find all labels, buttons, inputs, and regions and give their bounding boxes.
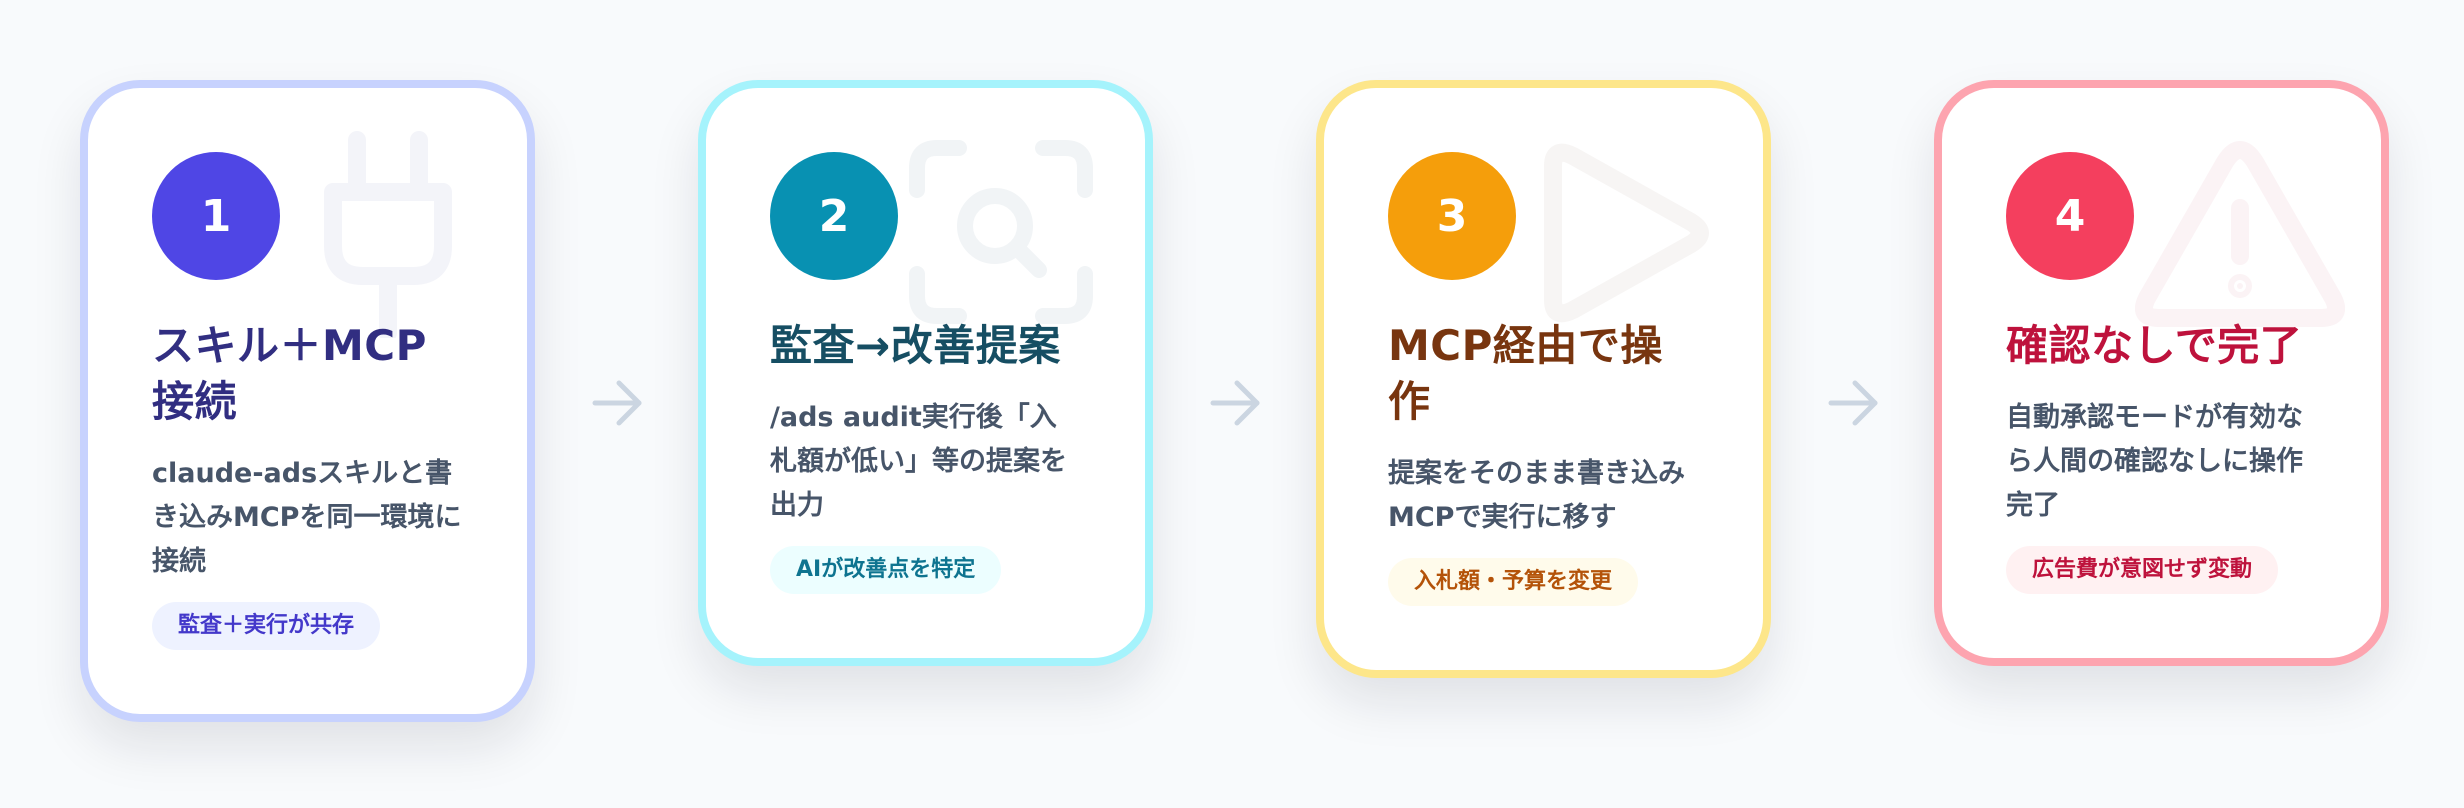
plug-icon [313, 128, 463, 338]
scan-search-icon [907, 138, 1095, 326]
step-number-badge: 2 [770, 152, 898, 280]
step-card-3: 3 MCP経由で操作 提案をそのまま書き込みMCPで実行に移す 入札額・予算を変… [1316, 80, 1771, 678]
step-title: スキル＋MCP接続 [152, 321, 427, 426]
step-card-4: 4 確認なしで完了 自動承認モードが有効なら人間の確認なしに操作完了 広告費が意… [1934, 80, 2389, 666]
step-description: 提案をそのまま書き込みMCPで実行に移す [1388, 458, 1685, 533]
step-description: /ads audit実行後「入札額が低い」等の提案を出力 [770, 402, 1067, 521]
step-card-2: 2 監査→改善提案 /ads audit実行後「入札額が低い」等の提案を出力 A… [698, 80, 1153, 666]
process-flow: 1 スキル＋MCP接続 claude-adsスキルと書き込みMCPを同一環境に接… [80, 80, 2389, 728]
connector-arrow-1 [535, 80, 698, 728]
connector-arrow-3 [1771, 80, 1934, 728]
connector-arrow-2 [1153, 80, 1316, 728]
step-tag: 入札額・予算を変更 [1388, 558, 1639, 606]
step-tag: AIが改善点を特定 [770, 546, 1002, 594]
arrow-right-icon [1207, 375, 1263, 431]
step-description: claude-adsスキルと書き込みMCPを同一環境に接続 [152, 458, 462, 577]
play-icon [1533, 138, 1713, 328]
step-number-badge: 3 [1388, 152, 1516, 280]
arrow-right-icon [589, 375, 645, 431]
step-tag: 広告費が意図せず変動 [2006, 546, 2279, 594]
step-card-1: 1 スキル＋MCP接続 claude-adsスキルと書き込みMCPを同一環境に接… [80, 80, 535, 722]
arrow-right-icon [1825, 375, 1881, 431]
step-title: 確認なしで完了 [2006, 321, 2303, 370]
warning-icon [2135, 138, 2345, 328]
step-number-badge: 4 [2006, 152, 2134, 280]
step-title: MCP経由で操作 [1388, 321, 1663, 426]
step-tag: 監査＋実行が共存 [152, 602, 381, 650]
step-title: 監査→改善提案 [770, 321, 1061, 370]
step-number-badge: 1 [152, 152, 280, 280]
step-description: 自動承認モードが有効なら人間の確認なしに操作完了 [2006, 402, 2303, 521]
